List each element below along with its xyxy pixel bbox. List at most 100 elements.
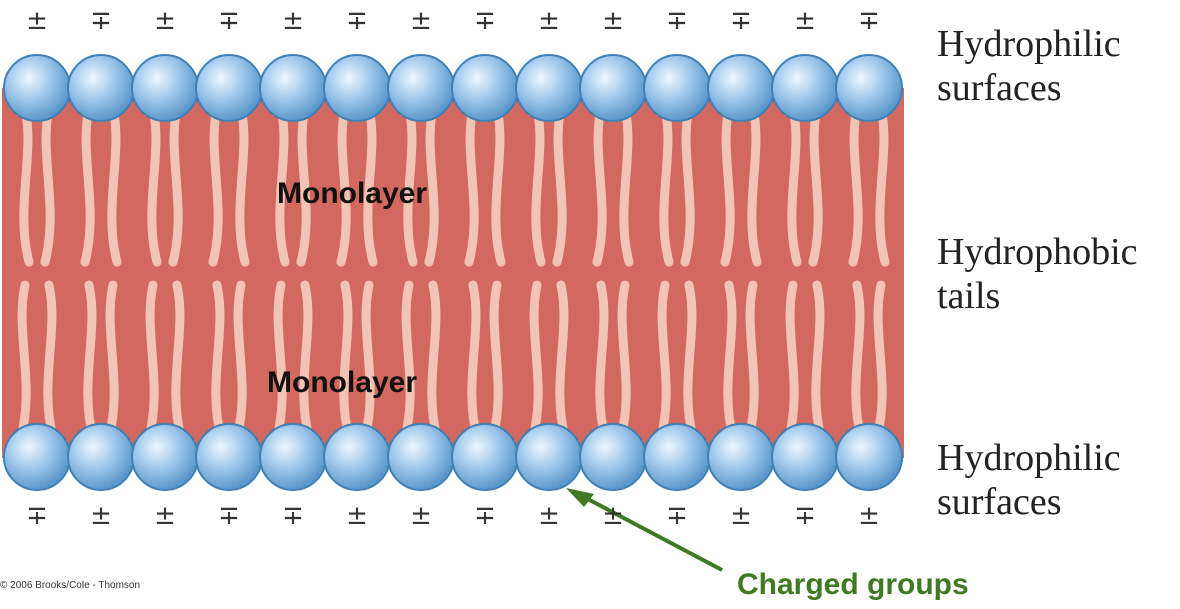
tail-top <box>848 103 863 267</box>
tail-top <box>659 103 674 267</box>
top-head-row <box>3 54 903 122</box>
tail-bottom <box>400 280 415 442</box>
charge-sign-bottom: ± <box>730 501 752 531</box>
polar-head-bottom <box>131 423 199 491</box>
hydrophobic-tails <box>16 103 890 442</box>
tail-bottom <box>488 280 503 442</box>
charge-sign-bottom: ± <box>346 501 368 531</box>
tail-bottom <box>595 280 610 442</box>
polar-head-bottom <box>835 423 903 491</box>
charge-sign-bottom: ± <box>154 501 176 531</box>
tail-top <box>336 103 351 267</box>
tail-top <box>787 103 802 267</box>
charge-sign-bottom: ∓ <box>474 501 496 531</box>
polar-head-top <box>835 54 903 122</box>
polar-head-top <box>3 54 71 122</box>
hydrophilic-top-line2: surfaces <box>937 67 1062 109</box>
charge-sign-top: ∓ <box>730 6 752 36</box>
charge-sign-top: ∓ <box>666 6 688 36</box>
tail-top <box>208 103 223 267</box>
tail-top <box>296 103 311 267</box>
tail-top <box>464 103 479 267</box>
tail-bottom <box>872 280 887 442</box>
membrane-core <box>2 88 904 458</box>
tail-bottom <box>83 280 98 442</box>
tail-bottom <box>811 280 826 442</box>
polar-head-bottom <box>707 423 775 491</box>
tail-bottom <box>299 280 314 442</box>
polar-head-top <box>643 54 711 122</box>
charge-sign-bottom: ∓ <box>218 501 240 531</box>
tail-bottom <box>528 280 543 442</box>
charge-sign-top: ± <box>154 6 176 36</box>
hydrophilic-bottom-line2: surfaces <box>937 481 1062 523</box>
hydrophilic-bottom-line1: Hydrophilic <box>937 437 1121 479</box>
tail-top <box>275 103 290 267</box>
bottom-head-row <box>3 423 903 491</box>
charge-sign-bottom: ± <box>410 501 432 531</box>
polar-head-top <box>67 54 135 122</box>
tail-bottom <box>232 280 247 442</box>
polar-head-bottom <box>579 423 647 491</box>
tail-bottom <box>555 280 570 442</box>
polar-head-top <box>323 54 391 122</box>
polar-head-bottom <box>515 423 583 491</box>
tail-top <box>40 103 55 267</box>
tail-top <box>875 103 890 267</box>
charge-sign-top: ∓ <box>346 6 368 36</box>
charge-sign-top: ∓ <box>474 6 496 36</box>
charge-sign-top: ± <box>282 6 304 36</box>
tail-bottom <box>683 280 698 442</box>
monolayer-top-label: Monolayer <box>277 177 428 210</box>
polar-head-top <box>195 54 263 122</box>
charge-sign-bottom: ± <box>90 501 112 531</box>
charged-groups-arrow <box>566 488 723 572</box>
tail-bottom <box>43 280 58 442</box>
tail-top <box>363 103 378 267</box>
tail-bottom <box>211 280 226 442</box>
tail-top <box>80 103 95 267</box>
polar-head-top <box>131 54 199 122</box>
polar-head-bottom <box>259 423 327 491</box>
polar-head-top <box>515 54 583 122</box>
tail-bottom <box>339 280 354 442</box>
tail-top <box>107 103 122 267</box>
tail-bottom <box>656 280 671 442</box>
charge-sign-top: ± <box>794 6 816 36</box>
tail-top <box>403 103 418 267</box>
tail-bottom <box>360 280 375 442</box>
charge-sign-bottom: ± <box>858 501 880 531</box>
charge-sign-bottom: ∓ <box>282 501 304 531</box>
charge-sign-bottom: ± <box>602 501 624 531</box>
tail-top <box>168 103 183 267</box>
polar-head-bottom <box>195 423 263 491</box>
polar-head-bottom <box>451 423 519 491</box>
polar-head-bottom <box>643 423 711 491</box>
tail-top <box>424 103 439 267</box>
polar-head-top <box>579 54 647 122</box>
charge-sign-top: ± <box>410 6 432 36</box>
tail-bottom <box>16 280 31 442</box>
tail-top <box>531 103 546 267</box>
tail-bottom <box>616 280 631 442</box>
hydrophobic-label: Hydrophobic tails <box>937 230 1138 318</box>
charge-sign-top: ∓ <box>90 6 112 36</box>
charge-sign-bottom: ∓ <box>26 501 48 531</box>
tail-top <box>680 103 695 267</box>
tail-top <box>552 103 567 267</box>
charge-sign-bottom: ∓ <box>794 501 816 531</box>
polar-head-top <box>387 54 455 122</box>
hydrophilic-bottom-label: Hydrophilic surfaces <box>937 436 1121 524</box>
hydrophobic-line1: Hydrophobic <box>937 231 1138 273</box>
tail-top <box>720 103 735 267</box>
charge-sign-top: ± <box>26 6 48 36</box>
copyright-text: © 2006 Brooks/Cole - Thomson <box>0 580 141 591</box>
polar-head-bottom <box>387 423 455 491</box>
hydrophobic-line2: tails <box>937 275 1001 317</box>
tail-top <box>235 103 250 267</box>
tail-top <box>619 103 634 267</box>
tail-top <box>491 103 506 267</box>
tail-bottom <box>744 280 759 442</box>
charge-sign-top: ∓ <box>218 6 240 36</box>
